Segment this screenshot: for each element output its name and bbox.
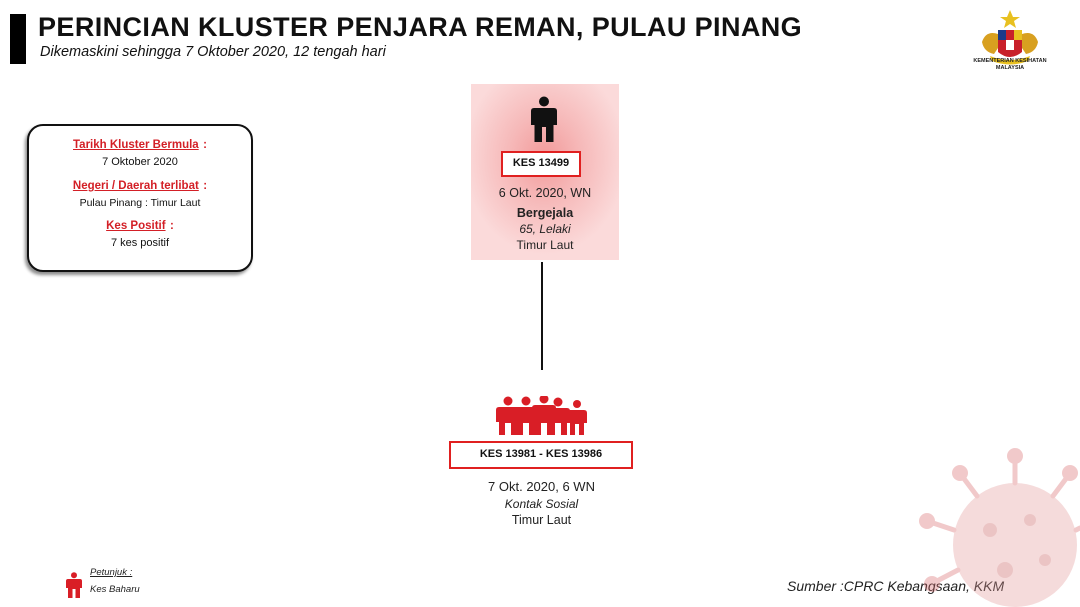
title-bar (10, 14, 26, 64)
source-case-status: Bergejala (516, 206, 574, 220)
contacts-district: Timur Laut (511, 513, 572, 527)
contacts-date: 7 Okt. 2020, 6 WN (488, 479, 595, 494)
source-case-age-gender: 65, Lelaki (519, 222, 571, 236)
region-colon: : (203, 180, 208, 192)
region-label: Negeri / Daerah terlibat (72, 180, 199, 192)
region-value: Pulau Pinang : Timur Laut (79, 197, 201, 209)
person-icon (531, 96, 557, 142)
crest-icon (982, 10, 1038, 65)
source-note: Sumber :CPRC Kebangsaan, KKM (787, 578, 1005, 594)
start-label: Tarikh Kluster Bermula (73, 139, 199, 151)
start-label-line: Tarikh Kluster Bermula : (29, 135, 251, 153)
crest-caption-line-1: KEMENTERIAN KESIHATAN (973, 58, 1047, 64)
positive-colon: : (170, 220, 174, 232)
page-subtitle: Dikemaskini sehingga 7 Oktober 2020, 12 … (40, 44, 386, 60)
source-case-date: 6 Okt. 2020, WN (498, 186, 592, 200)
start-value: 7 Oktober 2020 (102, 156, 178, 168)
legend-person-icon (66, 572, 82, 598)
contacts-case-label: KES 13981 - KES 13986 (449, 441, 633, 469)
start-colon: : (203, 139, 207, 151)
virus-icon (919, 448, 1080, 607)
crest-caption: KEMENTERIAN KESIHATAN MALAYSIA (955, 58, 1065, 72)
source-case-node: KES 13499 6 Okt. 2020, WN Bergejala 65, … (471, 84, 619, 260)
source-case-district: Timur Laut (516, 238, 574, 252)
legend-title: Petunjuk : (90, 567, 133, 578)
crest-caption-line-2: MALAYSIA (995, 65, 1025, 71)
page-title: PERINCIAN KLUSTER PENJARA REMAN, PULAU P… (38, 12, 803, 42)
positive-label: Kes Positif (106, 220, 166, 232)
region-label-line: Negeri / Daerah terlibat : (29, 176, 251, 194)
positive-value: 7 kes positif (110, 237, 170, 249)
legend-value: Kes Baharu (90, 584, 140, 595)
source-case-label: KES 13499 (501, 151, 581, 177)
cluster-info-box: Tarikh Kluster Bermula : 7 Oktober 2020 … (27, 124, 253, 272)
connector-line (541, 262, 543, 370)
positive-label-line: Kes Positif : (29, 216, 251, 234)
group-icon (496, 396, 587, 435)
contacts-type: Kontak Sosial (504, 497, 579, 511)
